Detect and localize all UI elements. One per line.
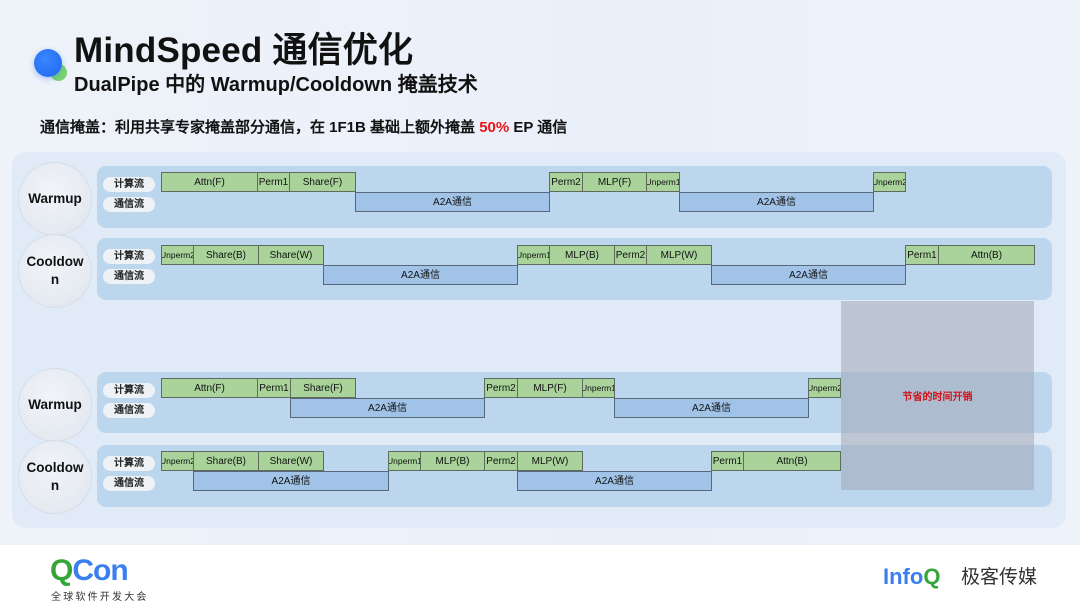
block-a2a: A2A通信 <box>355 192 550 212</box>
block-perm2: Perm2 <box>614 245 647 265</box>
phase-circle-cooldown: Cooldown <box>19 235 91 307</box>
block-a2a: A2A通信 <box>323 265 518 285</box>
block-share-w: Share(W) <box>258 245 324 265</box>
block-share-b: Share(B) <box>193 245 259 265</box>
block-unperm2: Unperm2 <box>161 451 194 471</box>
block-perm1: Perm1 <box>905 245 939 265</box>
page-title: MindSpeed 通信优化 <box>74 31 414 70</box>
saved-time-label: 节省的时间开销 <box>902 392 973 403</box>
block-a2a: A2A通信 <box>193 471 389 491</box>
phase-label: Warmup <box>28 397 82 412</box>
block-unperm1: Unperm1 <box>582 378 615 398</box>
block-perm2: Perm2 <box>484 451 518 471</box>
footer-bar <box>0 545 1080 607</box>
block-unperm2: Unperm2 <box>161 245 194 265</box>
compute-stream-label: 计算流 <box>103 456 155 471</box>
block-a2a: A2A通信 <box>614 398 809 418</box>
comm-stream-label: 通信流 <box>103 403 155 418</box>
comm-stream-label: 通信流 <box>103 476 155 491</box>
block-unperm1: Unperm1 <box>388 451 421 471</box>
block-a2a: A2A通信 <box>679 192 874 212</box>
phase-label: Warmup <box>28 191 82 206</box>
infoq-logo: InfoQ <box>883 564 940 590</box>
saved-time-overlay <box>841 301 1034 490</box>
block-mlp-b: MLP(B) <box>420 451 485 471</box>
block-perm1: Perm1 <box>257 172 290 192</box>
infoq-logo-q: Q <box>923 564 941 589</box>
block-share-w: Share(W) <box>258 451 324 471</box>
block-mlp-f: MLP(F) <box>582 172 647 192</box>
geek-media-name: 极客传媒 <box>961 567 1038 588</box>
block-attn-f: Attn(F) <box>161 378 258 398</box>
block-mlp-b: MLP(B) <box>549 245 615 265</box>
block-perm2: Perm2 <box>549 172 583 192</box>
block-mlp-w: MLP(W) <box>646 245 712 265</box>
block-perm2: Perm2 <box>484 378 518 398</box>
comm-stream-label: 通信流 <box>103 197 155 212</box>
block-mlp-w: MLP(W) <box>517 451 583 471</box>
block-mlp-f: MLP(F) <box>517 378 583 398</box>
block-unperm2: Unperm2 <box>873 172 906 192</box>
qcon-logo: QCon <box>50 554 129 587</box>
phase-circle-warmup: Warmup <box>19 369 91 441</box>
phase-circle-warmup: Warmup <box>19 163 91 235</box>
block-unperm1: Unperm1 <box>646 172 680 192</box>
compute-stream-label: 计算流 <box>103 177 155 192</box>
headline-highlight: 50% <box>479 119 510 136</box>
block-perm1: Perm1 <box>711 451 744 471</box>
qcon-logo-q: Q <box>50 554 73 587</box>
block-attn-f: Attn(F) <box>161 172 258 192</box>
qcon-tagline: 全球软件开发大会 <box>51 592 149 603</box>
phase-label: Cooldown <box>26 460 84 493</box>
qcon-logo-con: Con <box>72 554 128 587</box>
block-a2a: A2A通信 <box>517 471 712 491</box>
block-perm1: Perm1 <box>257 378 291 398</box>
headline-suffix: EP 通信 <box>509 119 568 136</box>
compute-stream-label: 计算流 <box>103 383 155 398</box>
infoq-logo-info: Info <box>883 564 924 589</box>
compute-stream-label: 计算流 <box>103 249 155 264</box>
block-share-b: Share(B) <box>193 451 259 471</box>
block-unperm2: Unperm2 <box>808 378 841 398</box>
headline-prefix: 通信掩盖：利用共享专家掩盖部分通信，在 1F1B 基础上额外掩盖 <box>40 119 480 136</box>
page-subtitle: DualPipe 中的 Warmup/Cooldown 掩盖技术 <box>74 74 478 96</box>
phase-label: Cooldown <box>26 254 84 287</box>
block-attn-b: Attn(B) <box>743 451 841 471</box>
block-share-f: Share(F) <box>290 378 356 398</box>
block-a2a: A2A通信 <box>711 265 906 285</box>
decorative-dot-blue-icon <box>34 49 62 77</box>
block-attn-b: Attn(B) <box>938 245 1035 265</box>
block-unperm1: Unperm1 <box>517 245 550 265</box>
block-a2a: A2A通信 <box>290 398 485 418</box>
phase-circle-cooldown: Cooldown <box>19 441 91 513</box>
headline: 通信掩盖：利用共享专家掩盖部分通信，在 1F1B 基础上额外掩盖 50% EP … <box>40 116 567 137</box>
block-share-f: Share(F) <box>289 172 356 192</box>
comm-stream-label: 通信流 <box>103 269 155 284</box>
